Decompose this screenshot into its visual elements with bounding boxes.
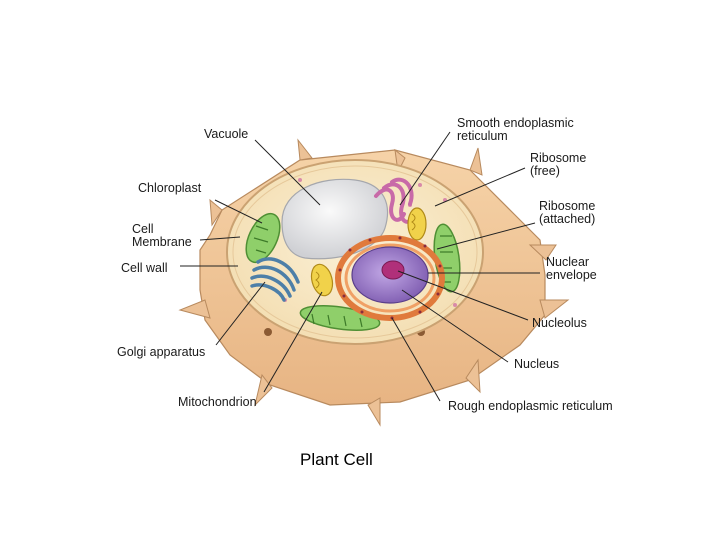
nucleolus-shape [381,260,405,280]
label-ribosome-attached-line2: (attached) [539,212,596,226]
label-golgi-apparatus: Golgi apparatus [117,345,206,359]
label-ribosome-attached-line1: Ribosome [539,199,596,213]
label-smooth-er-line2: reticulum [457,129,508,143]
label-ribosome-free-line1: Ribosome [530,151,587,165]
label-nuclear-envelope-line1: Nuclear [546,255,590,269]
label-vacuole: Vacuole [204,127,249,141]
label-smooth-er-line1: Smooth endoplasmic [457,116,574,130]
mitochondrion-shapes [310,207,427,297]
label-nuclear-envelope-line2: envelope [546,268,597,282]
label-ribosome-free-line2: (free) [530,164,560,178]
label-nucleolus: Nucleolus [532,316,587,330]
label-mitochondrion: Mitochondrion [178,395,257,409]
golgi-shape [250,257,300,302]
leader-lines [180,131,540,402]
vacuole-shape [281,178,389,260]
label-cell-wall: Cell wall [121,261,168,275]
label-rough-er: Rough endoplasmic reticulum [448,399,613,413]
label-cell-membrane-line2: Membrane [132,235,192,249]
label-cell-membrane-line1: Cell [132,222,154,236]
rough-er-shape [335,235,445,321]
diagram-caption: Plant Cell [300,450,373,469]
label-chloroplast: Chloroplast [138,181,202,195]
label-nucleus: Nucleus [514,357,560,371]
